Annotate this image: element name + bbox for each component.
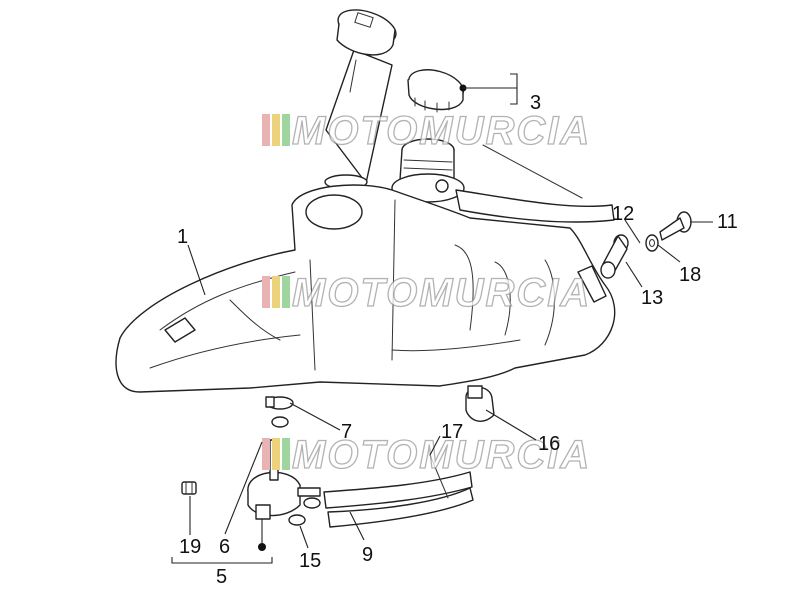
svg-text:MOTOMURCIA: MOTOMURCIA [292,271,591,315]
screw [659,211,692,241]
fuel-tank [115,184,616,393]
callouts: 1 3 5 6 7 9 11 12 13 15 16 17 18 19 [177,92,738,588]
callout-9: 9 [362,544,373,566]
filler-neck [391,138,465,203]
callout-16: 16 [538,433,560,455]
fuel-cap [407,69,467,113]
reference-dot [258,543,266,551]
pipe-clamp [465,385,495,422]
breather-hose [455,189,615,223]
callout-1: 1 [177,226,188,248]
watermark-middle: MOTOMURCIA [262,270,591,316]
callout-7: 7 [341,421,352,443]
callout-6: 6 [219,536,230,558]
callout-5: 5 [216,566,227,588]
svg-text:MOTOMURCIA: MOTOMURCIA [292,109,591,153]
o-ring [271,416,289,428]
callout-11: 11 [717,211,738,233]
hose-clip-upper [303,497,321,509]
watermark-top: MOTOMURCIA [262,108,591,154]
callout-13: 13 [641,287,663,309]
callout-19: 19 [179,536,201,558]
fuel-filter-plug [181,481,197,495]
callout-18: 18 [679,264,701,286]
svg-text:MOTOMURCIA: MOTOMURCIA [292,433,591,477]
callout-15: 15 [299,550,321,572]
fuel-level-sender [324,9,397,190]
spacer [600,234,629,279]
drain-pipe [482,144,583,199]
leader-lines [171,73,713,564]
callout-3: 3 [530,92,541,114]
hose-clamp [265,396,294,410]
watermark-bottom: MOTOMURCIA [262,432,591,478]
fuel-hose [323,454,474,528]
callout-12: 12 [612,203,634,225]
washer [645,234,659,252]
callout-17: 17 [441,421,463,443]
hose-clip-lower [288,514,306,526]
